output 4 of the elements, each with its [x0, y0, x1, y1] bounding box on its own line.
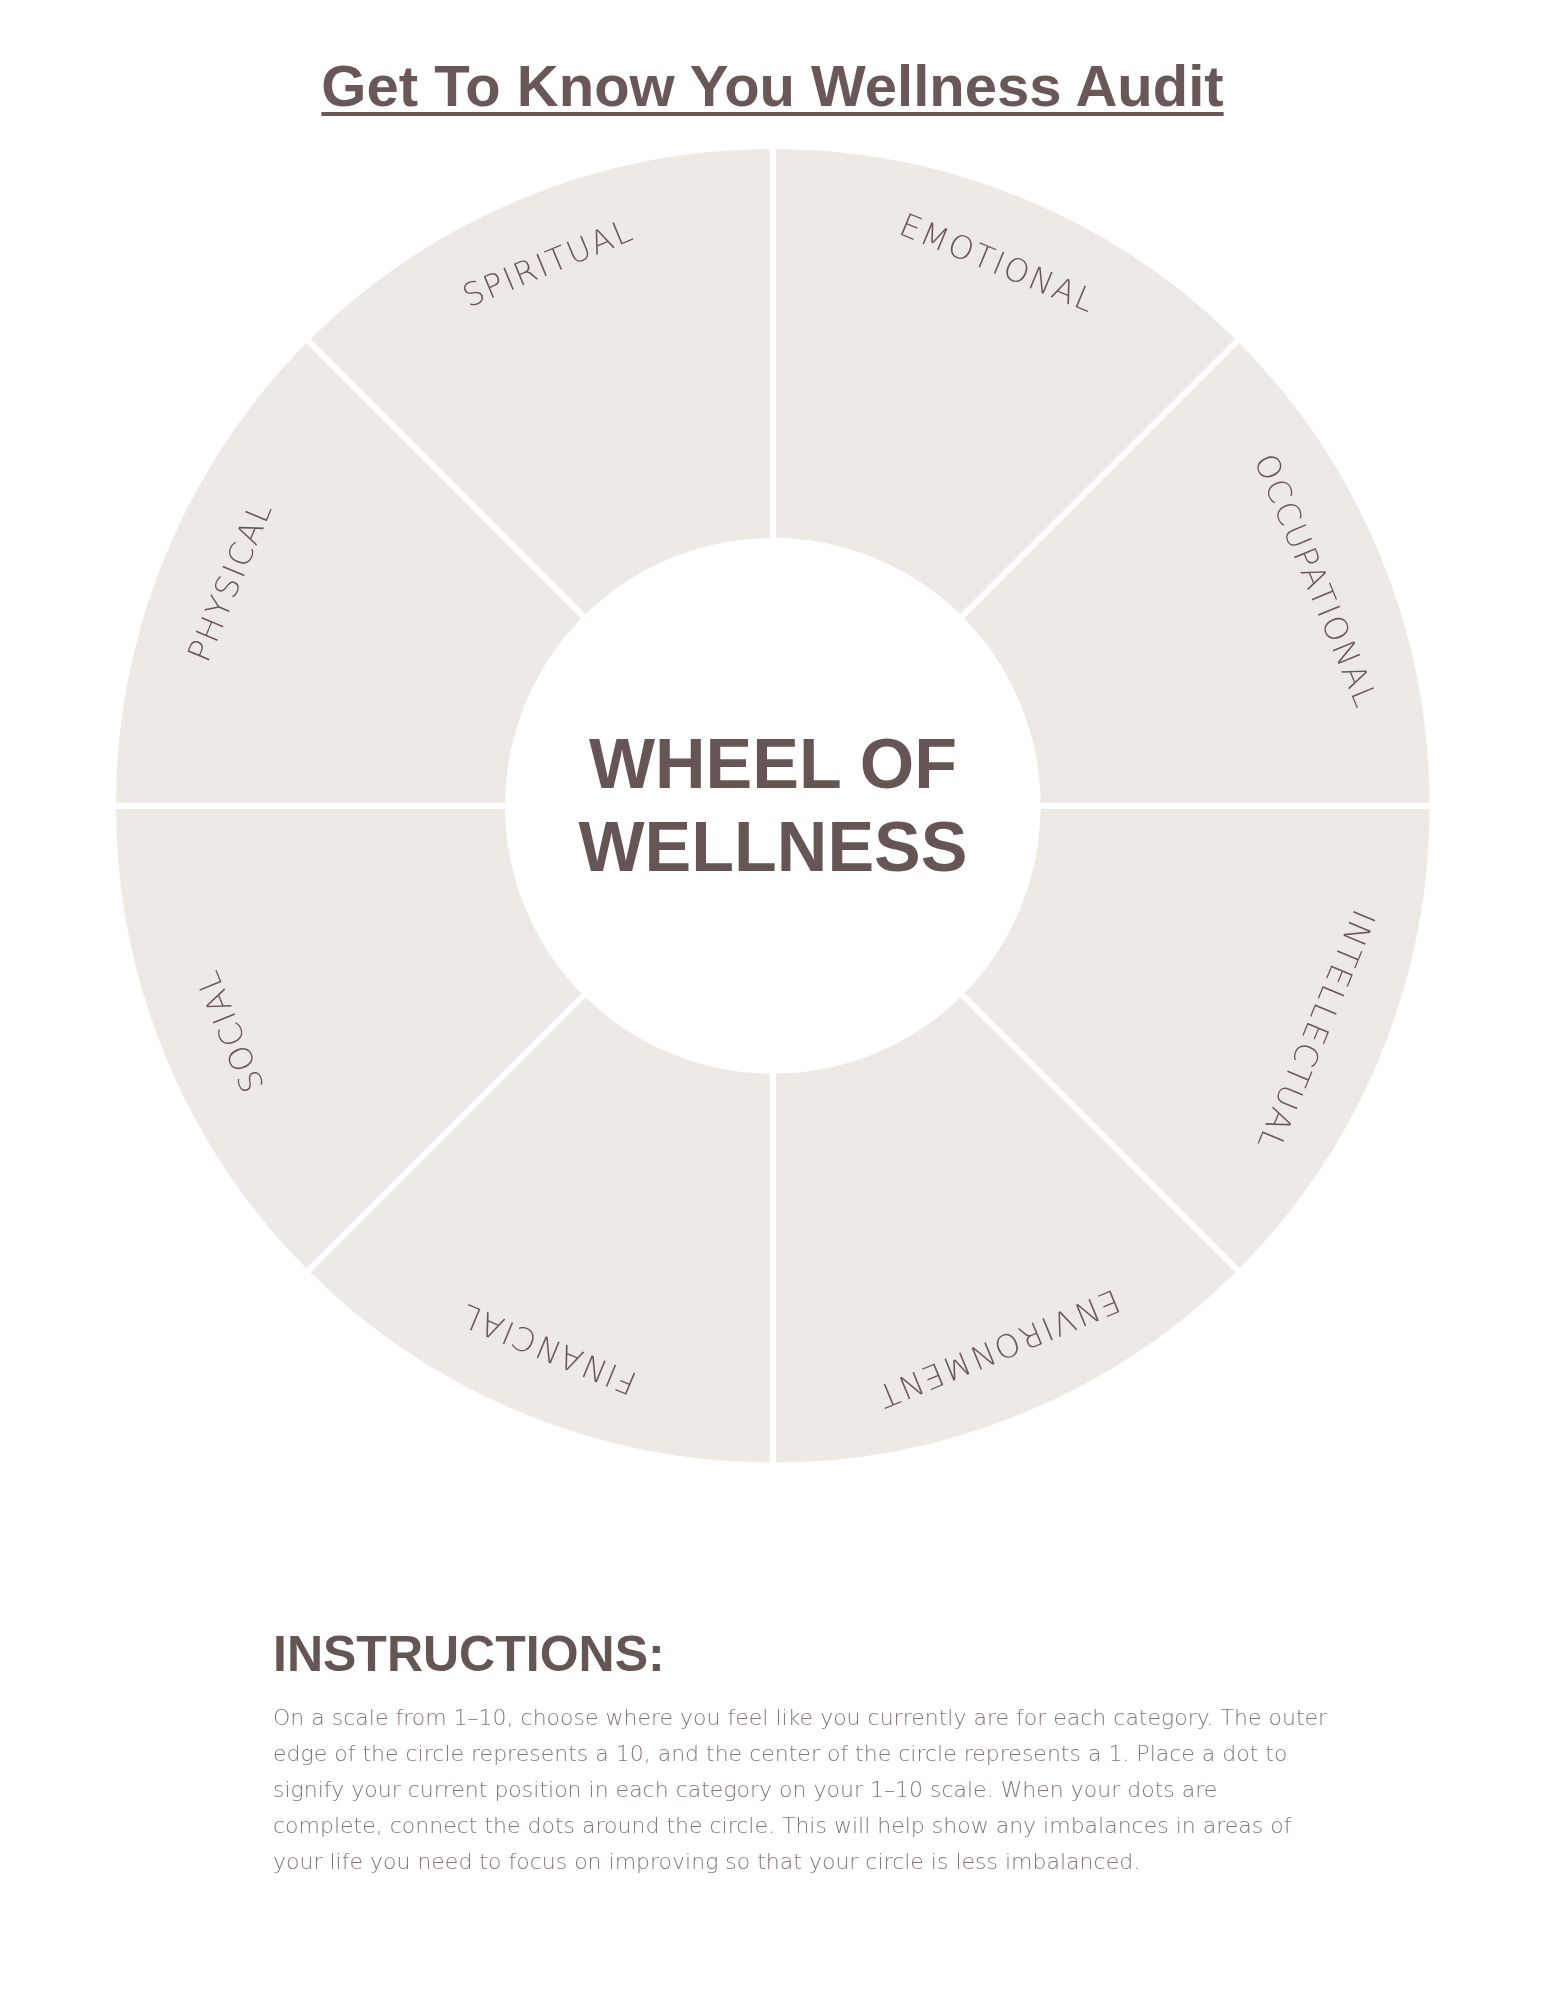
wheel-title: WHEEL OF WELLNESS	[577, 724, 969, 888]
instructions-text: On a scale from 1–10, choose where you feel like you currently are for each category. The outer edge of the circle represents a 10, and the center of the circle represents a 1. Place a dot to signify your current position in each category on your 1–10 scale. When your dots are complete, connect the dots around the circle. This will help show any imbalances in areas of your life you need to focus on improving so that your circle is less imbalanced.	[273, 1704, 1329, 1876]
instructions-heading: INSTRUCTIONS:	[273, 1625, 665, 1683]
page-title: Get To Know You Wellness Audit	[320, 52, 1225, 119]
